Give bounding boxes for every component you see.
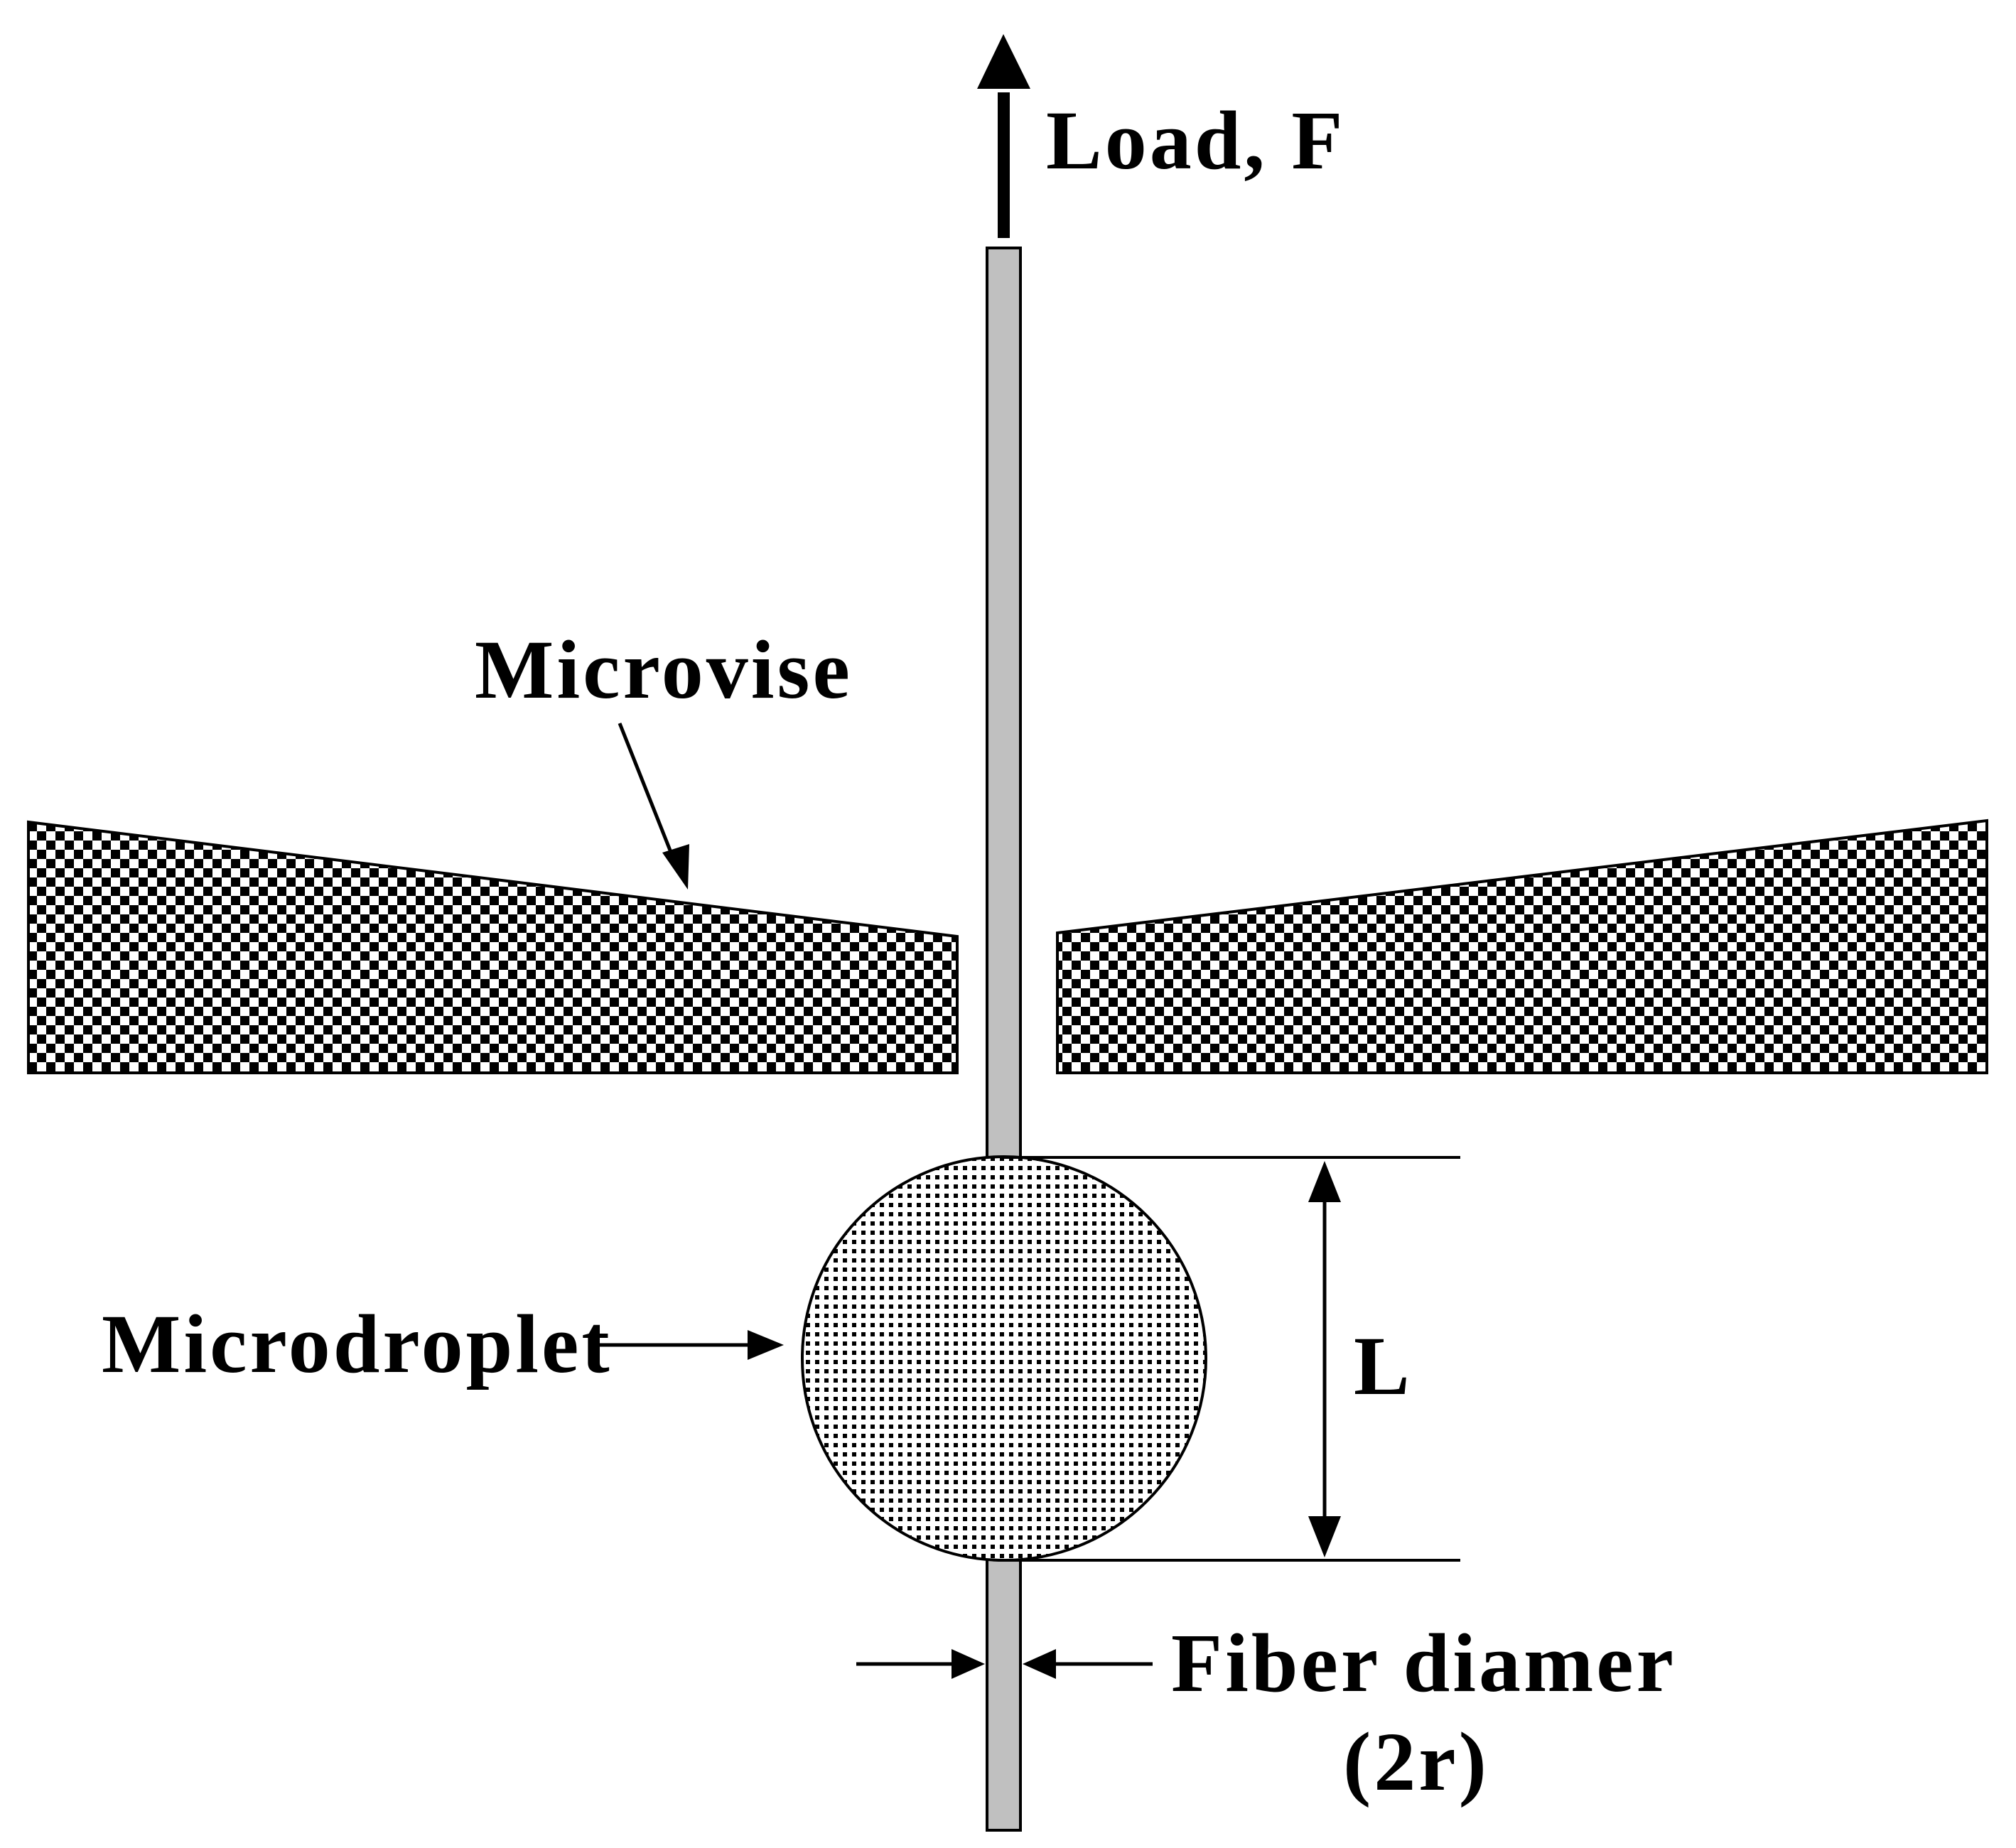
microdroplet-label: Microdroplet	[102, 1297, 613, 1390]
microvise-label: Microvise	[475, 623, 853, 716]
load-arrow	[977, 34, 1030, 238]
microdroplet	[801, 1155, 1207, 1562]
length-label: L	[1354, 1319, 1413, 1412]
load-label: Load, F	[1046, 94, 1345, 187]
microvise-left-jaw	[27, 820, 959, 1074]
fiber-diameter-right-arrow	[1023, 1649, 1153, 1679]
fiber-diameter-symbol: (2r)	[1343, 1715, 1489, 1808]
microvise-pointer-arrow	[618, 723, 689, 890]
fiber-diameter-left-arrow	[856, 1649, 985, 1679]
microvise-right-jaw	[1056, 818, 1988, 1074]
fiber-diameter-label: Fiber diamer	[1171, 1616, 1676, 1709]
microdroplet-pointer-arrow	[593, 1330, 784, 1360]
length-dimension-arrow	[1308, 1161, 1341, 1557]
fiber	[986, 247, 1022, 1832]
